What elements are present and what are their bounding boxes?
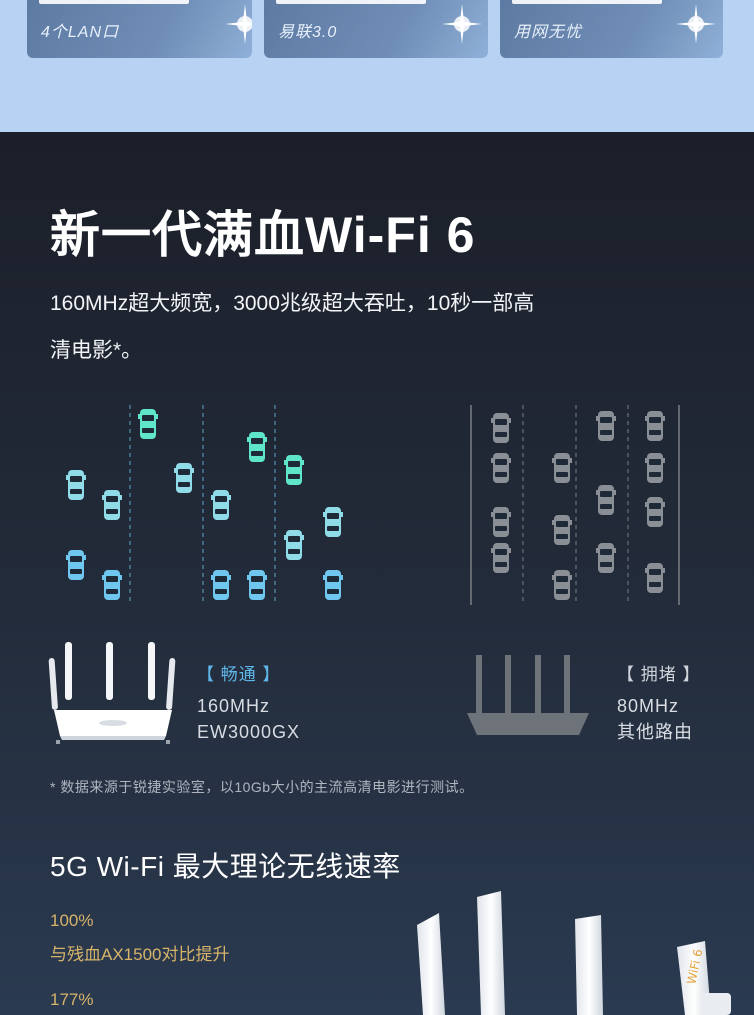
cropped-title <box>39 0 189 4</box>
smooth-model: EW3000GX <box>197 722 301 742</box>
cropped-title <box>512 0 662 4</box>
feature-card-easylink: 易联3.0 <box>264 0 488 58</box>
feature-card-lan: 4个LAN口 <box>27 0 252 58</box>
stat-label: 与残血AX1500对比提升 <box>50 945 230 964</box>
top-feature-band: 4个LAN口 易联3.0 用网无忧 <box>0 0 754 132</box>
sparkle-icon <box>225 4 252 44</box>
generic-router-silhouette <box>467 655 589 735</box>
feature-card-subtitle: 易联3.0 <box>278 24 338 41</box>
description-line: 清电影*。 <box>50 339 143 362</box>
smooth-legend: 【 畅通 】 160MHz EW3000GX <box>197 660 300 745</box>
test-footnote: * 数据来源于锐捷实验室，以10Gb大小的主流高清电影进行测试。 <box>50 779 474 795</box>
congested-model: 其他路由 <box>617 722 693 742</box>
router-product-image <box>48 642 176 744</box>
speed-section-title: 5G Wi-Fi 最大理论无线速率 <box>50 851 401 882</box>
cropped-title <box>276 0 426 4</box>
stat-value: 100% <box>50 911 94 930</box>
section-description: 160MHz超大频宽，3000兆级超大吞吐，10秒一部高 清电影*。 <box>50 280 650 374</box>
sparkle-icon <box>676 4 716 44</box>
congested-traffic-lanes <box>470 405 680 605</box>
feature-card-worry-free: 用网无忧 <box>500 0 723 58</box>
description-line: 160MHz超大频宽，3000兆级超大吞吐，10秒一部高 <box>50 292 535 315</box>
feature-card-subtitle: 用网无忧 <box>514 24 583 41</box>
congested-bandwidth: 80MHz <box>617 696 680 716</box>
stat-value: 177% <box>50 990 94 1009</box>
sparkle-icon <box>442 4 482 44</box>
feature-card-subtitle: 4个LAN口 <box>41 24 120 41</box>
router-large-image: WiFi 6 <box>417 891 731 1015</box>
section-headline: 新一代满血Wi-Fi 6 <box>50 207 476 263</box>
smooth-bandwidth: 160MHz <box>197 696 271 716</box>
smooth-tag: 【 畅通 】 <box>197 665 281 684</box>
smooth-traffic-lanes <box>57 405 349 605</box>
congested-legend: 【 拥堵 】 80MHz 其他路由 <box>617 660 700 745</box>
congested-tag: 【 拥堵 】 <box>617 665 701 684</box>
